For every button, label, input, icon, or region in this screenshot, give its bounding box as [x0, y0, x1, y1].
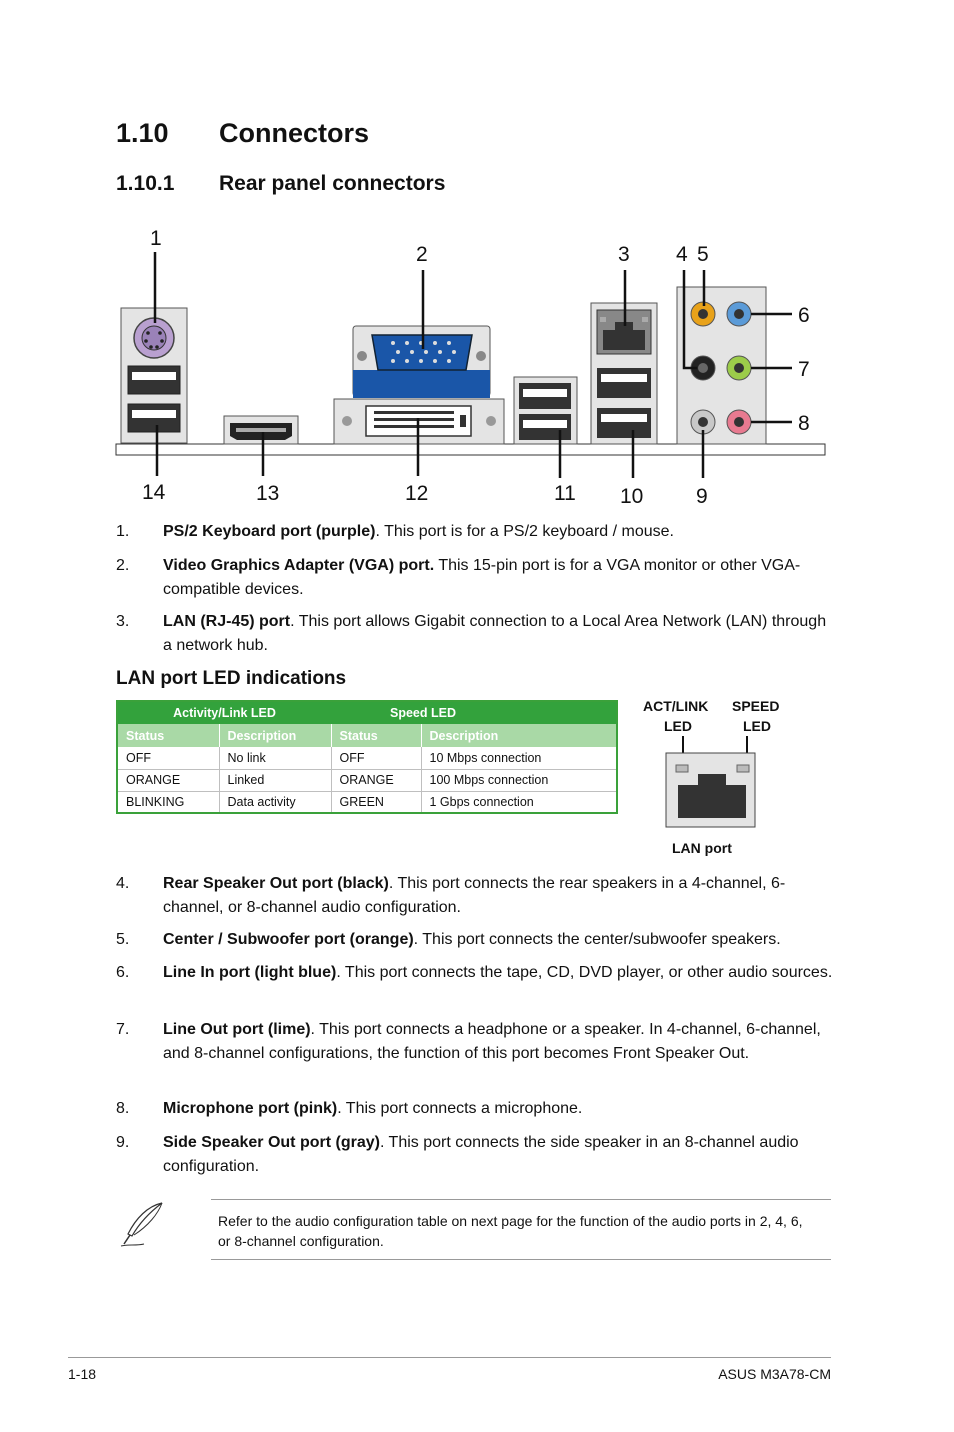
lan-port-icon	[596, 309, 652, 355]
table-group-header: Speed LED	[331, 701, 617, 724]
column-header: Description	[421, 724, 618, 747]
subsection-heading: 1.10.1 Rear panel connectors	[116, 172, 445, 196]
callout-14: 14	[142, 481, 166, 504]
led-table: Activity/Link LED Speed LED Status Descr…	[116, 700, 618, 814]
hdmi-port	[223, 415, 299, 445]
lan-port-figure: ACT/LINK LED SPEED LED LAN port	[643, 698, 779, 856]
rear-panel-diagram: 1 2 3 4 5 6 7 8 9 10 11 12 13 14	[115, 227, 826, 508]
ps2-port-icon	[133, 317, 175, 359]
lan-usb-stack	[590, 302, 658, 445]
lan-port-caption: LAN port	[672, 840, 732, 856]
usb-port-icon	[127, 403, 181, 433]
note-text: Refer to the audio configuration table o…	[218, 1213, 803, 1249]
list-item: 7. Line Out port (lime). This port conne…	[116, 1021, 821, 1062]
audio-jack-icon	[690, 355, 716, 381]
list-item: 5. Center / Subwoofer port (orange). Thi…	[116, 931, 781, 948]
list-item: 6. Line In port (light blue). This port …	[116, 964, 833, 981]
callout-6: 6	[798, 304, 810, 327]
footer-divider	[68, 1357, 831, 1358]
callout-leaders	[153, 252, 792, 478]
usb-pair	[513, 376, 578, 445]
audio-jack-icon	[726, 355, 752, 381]
list-item: 1. PS/2 Keyboard port (purple). This por…	[116, 523, 674, 540]
vga-port	[352, 325, 491, 398]
audio-jack-icon	[690, 301, 716, 327]
table-group-header: Activity/Link LED	[117, 701, 331, 724]
callout-9: 9	[696, 485, 708, 508]
list-item: 4. Rear Speaker Out port (black). This p…	[116, 875, 786, 916]
section-heading: 1.10 Connectors	[116, 118, 369, 149]
subsection-number: 1.10.1	[116, 172, 175, 195]
note-box: Refer to the audio configuration table o…	[211, 1199, 831, 1260]
act-link-label: ACT/LINK	[643, 698, 708, 714]
board-edge	[115, 443, 826, 456]
product-name: ASUS M3A78-CM	[718, 1366, 831, 1382]
page-number: 1-18	[68, 1366, 97, 1382]
column-header: Status	[117, 724, 220, 747]
callout-13: 13	[256, 482, 279, 505]
list-item: 9. Side Speaker Out port (gray). This po…	[116, 1134, 799, 1175]
section-title: Connectors	[219, 118, 370, 148]
quill-pen-icon	[120, 1202, 163, 1247]
audio-jack-panel	[676, 286, 767, 445]
list-item: 3. LAN (RJ-45) port. This port allows Gi…	[116, 613, 827, 654]
usb-port-icon	[127, 365, 181, 395]
callout-5: 5	[697, 243, 709, 266]
subsection-title: Rear panel connectors	[219, 172, 446, 195]
callout-2: 2	[416, 243, 428, 266]
audio-jack-icon	[726, 409, 752, 435]
column-header: Description	[219, 724, 332, 747]
callout-10: 10	[620, 485, 643, 508]
section-number: 1.10	[116, 118, 169, 148]
column-header: Status	[331, 724, 422, 747]
dvi-port	[333, 398, 505, 445]
callout-3: 3	[618, 243, 630, 266]
callout-7: 7	[798, 358, 810, 381]
act-link-label: LED	[664, 718, 692, 734]
callout-4: 4	[676, 243, 688, 266]
led-heading: LAN port LED indications	[116, 668, 347, 689]
audio-jack-icon	[726, 301, 752, 327]
list-item: 8. Microphone port (pink). This port con…	[116, 1100, 583, 1117]
callout-8: 8	[798, 412, 810, 435]
speed-led-label: SPEED	[732, 698, 779, 714]
ps2-usb-stack	[120, 307, 188, 444]
speed-led-label: LED	[743, 718, 771, 734]
callout-11: 11	[554, 482, 576, 505]
audio-jack-icon	[690, 409, 716, 435]
list-item: 2. Video Graphics Adapter (VGA) port. Th…	[116, 557, 801, 598]
callout-12: 12	[405, 482, 428, 505]
callout-1: 1	[150, 227, 162, 250]
